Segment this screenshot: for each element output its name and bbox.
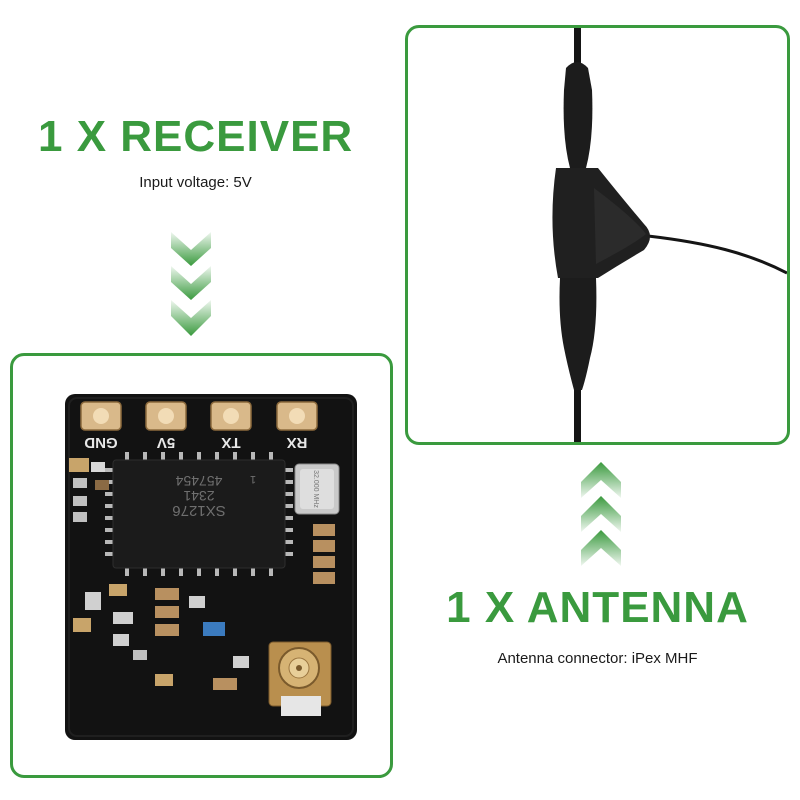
- lora-chip: SX1276 2341 457454 1: [105, 452, 293, 576]
- pad-label-tx: TX: [221, 434, 240, 451]
- receiver-board-image: GND 5V TX RX: [65, 394, 357, 740]
- chip-marking-line-3: 457454: [175, 473, 222, 489]
- crystal-label: 32.000 MHz: [312, 470, 319, 508]
- solder-pads: [80, 401, 318, 431]
- smd-components: [69, 458, 335, 690]
- pad-label-5v: 5V: [157, 434, 175, 451]
- chevron-up-icon: [581, 462, 621, 566]
- chip-marking-line-4: 1: [250, 473, 256, 485]
- chip-marking-line-1: SX1276: [172, 502, 225, 519]
- antenna-title: 1 X ANTENNA: [446, 583, 749, 632]
- antenna-image: [552, 28, 787, 442]
- chevron-down-icon: [171, 232, 211, 336]
- pad-label-rx: RX: [287, 434, 308, 451]
- chip-marking-line-2: 2341: [183, 488, 214, 504]
- antenna-caption: Antenna connector: iPex MHF: [497, 650, 698, 667]
- receiver-caption: Input voltage: 5V: [139, 174, 252, 191]
- receiver-title: 1 X RECEIVER: [38, 112, 354, 161]
- receiver-photo-panel: GND 5V TX RX: [10, 353, 393, 778]
- ipex-connector: [268, 641, 332, 716]
- crystal-oscillator: 32.000 MHz: [294, 463, 340, 515]
- antenna-photo-panel: [405, 25, 790, 445]
- pad-label-gnd: GND: [84, 434, 118, 451]
